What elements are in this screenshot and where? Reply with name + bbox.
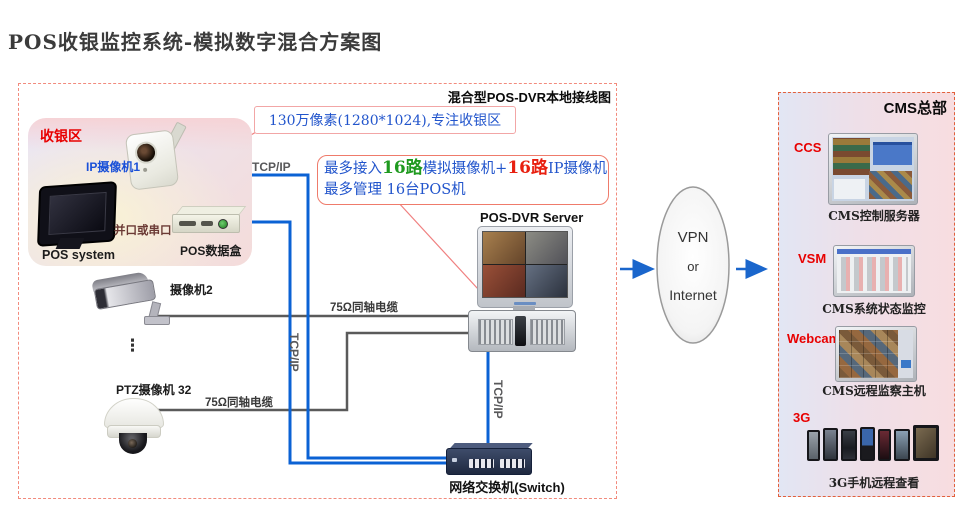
vpn-cloud: VPN or Internet [655,229,731,303]
pos-databox-label: POS数据盒 [180,244,242,258]
webcam-screen [839,330,913,378]
local-diagram-heading: 混合型POS-DVR本地接线图 [447,90,611,105]
cms-title: CMS总部 [883,100,947,117]
ccs-window [872,142,912,166]
databox-port [179,221,196,226]
ip-camera-label: IP摄像机1 [86,160,141,174]
phone-icon [894,429,910,461]
capacity-p5: IP摄像机 [548,161,607,177]
cashier-zone-label: 收银区 [40,128,82,144]
switch-icon [446,448,532,475]
ptz-dome-lens [128,439,137,448]
more-cameras-dots: ⋮ [124,336,141,355]
cloud-line-vpn: VPN [677,229,709,246]
coax-line-ptz [152,331,468,412]
tcpip-label-vertical-right: TCP/IP [491,380,505,419]
capacity-line2: 最多管理 16台POS机 [324,182,466,198]
serial-port-label: 并口或串口 [114,225,172,237]
phone-icon [823,428,838,461]
ip-camera-led [142,167,148,173]
switch-ports [500,459,525,468]
coax-label-ptz: 75Ω同轴电缆 [205,397,274,409]
pos-databox-icon [172,214,240,233]
webcam-caption: CMS远程监察主机 [822,384,926,398]
switch-ports [469,459,494,468]
webcam-side-panel [898,330,913,378]
capacity-ip-count: 16路 [507,158,548,178]
vsm-header-bar [837,249,911,254]
webcam-monitor-icon [835,326,917,382]
phone-icon [878,429,891,461]
vsm-status-bars [841,257,908,291]
server-monitor-icon [477,226,573,308]
databox-port [201,221,213,226]
tcpip-label-vertical-left: TCP/IP [287,333,301,372]
switch-label: 网络交换机(Switch) [449,480,565,495]
cctv-quadrant [483,232,525,264]
cms-tag-ccs: CCS [794,140,822,155]
bullet-camera-mount [144,316,170,325]
server-label: POS-DVR Server [480,210,584,225]
capacity-note: 最多接入16路模拟摄像机+16路IP摄像机 最多管理 16台POS机 [317,155,609,205]
page-title: POS收银监控系统-模拟数字混合方案图 [8,30,383,54]
ccs-thumbnails [869,170,912,199]
ptz-camera-label: PTZ摄像机 32 [116,383,192,397]
vsm-screen [837,249,911,293]
cms-headquarters-panel: CMS总部 CCS CMS控制服务器 VSM CMS系统状态监控 Webcam [778,92,955,497]
cloud-line-internet: Internet [669,287,717,303]
3g-caption: 3G手机远程查看 [828,476,920,490]
local-diagram-box: 混合型POS-DVR本地接线图 [18,83,617,499]
cctv-quadrant [525,232,567,264]
server-monitor-screen [482,231,568,298]
ccs-thumbnails [833,138,870,176]
phones-row [807,421,943,461]
phone-icon [841,429,857,461]
pixel-note: 130万像素(1280*1024),专注收银区 [254,106,516,134]
coax-label-camera2: 75Ω同轴电缆 [330,302,399,314]
webcam-button [900,360,911,368]
vsm-caption: CMS系统状态监控 [822,302,926,316]
pos-terminal-screen [48,191,107,236]
cashier-zone: 收银区 IP摄像机1 POS system POS数据盒 并口或串口 [28,118,252,266]
pos-terminal-icon [37,181,117,247]
tcpip-label-top: TCP/IP [252,160,291,174]
server-vent [530,319,565,345]
switch-led [452,458,457,462]
vpn-cloud-shape [656,186,730,344]
vsm-monitor-icon [833,245,915,297]
server-monitor-stand [513,306,535,312]
camera2-label: 摄像机2 [170,283,213,297]
phone-icon [807,430,820,461]
cloud-line-or: or [687,259,699,274]
capacity-p3: 模拟摄像机+ [422,161,508,177]
cms-tag-vsm: VSM [798,251,827,266]
capacity-analog-count: 16路 [382,158,423,178]
server-case-icon [468,310,576,352]
cctv-quadrant [525,265,567,297]
monitor-badge [514,302,536,305]
tcpip-line-databox [236,220,458,465]
cms-tag-webcam: Webcam [787,331,841,346]
cctv-quadrant [483,265,525,297]
tablet-icon [913,425,939,461]
databox-led [218,219,228,229]
capacity-p1: 最多接入 [324,161,382,177]
server-front-stripe [515,316,526,346]
phone-icon [860,427,875,461]
pos-system-label: POS system [42,248,115,262]
ccs-screen [832,137,914,201]
cms-tag-3g: 3G [793,410,811,425]
pointer-capacity-note [396,200,479,290]
ptz-dome-icon [119,433,147,454]
ccs-side-panel [834,178,866,199]
ccs-caption: CMS控制服务器 [828,209,920,223]
ccs-monitor-icon [828,133,918,205]
server-vent [478,319,513,345]
